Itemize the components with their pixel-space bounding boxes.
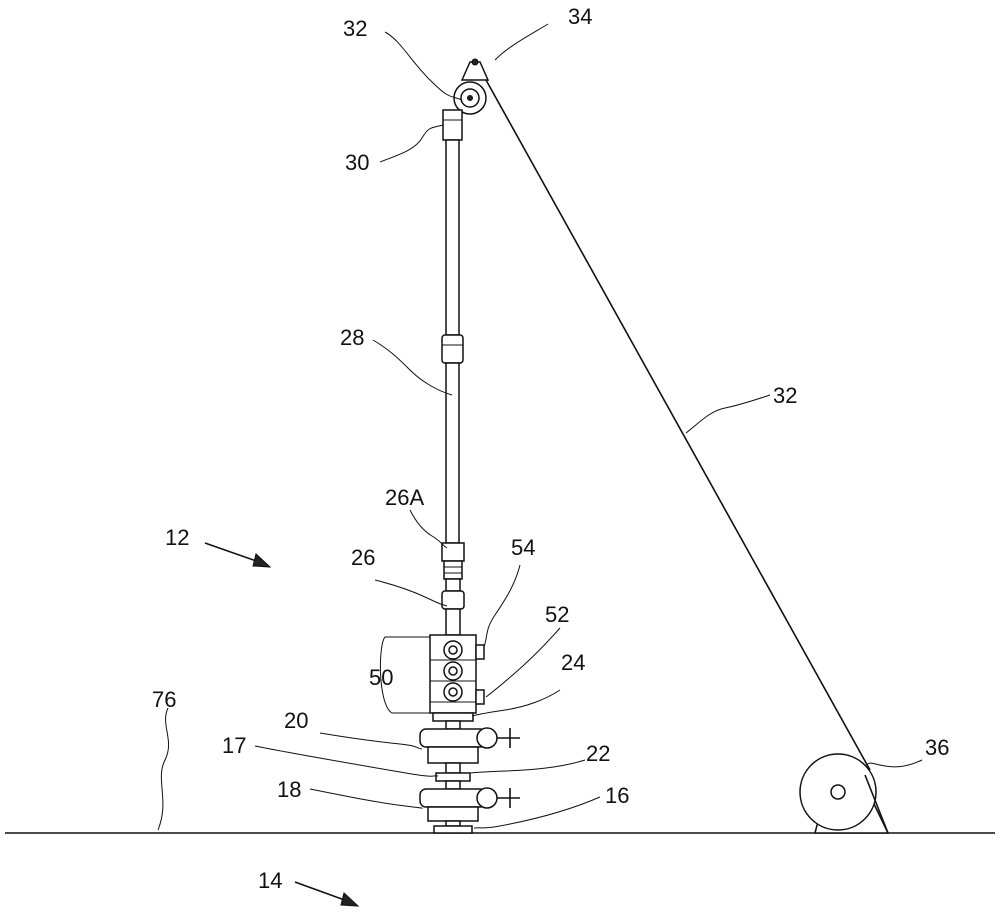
label-28: 28: [340, 325, 364, 350]
connector-26: [441, 542, 465, 636]
label-12: 12: [165, 525, 189, 550]
label-26A: 26A: [385, 485, 424, 510]
wellhead-16: [433, 820, 473, 834]
label-36: 36: [925, 735, 949, 760]
label-24: 24: [561, 650, 585, 675]
arrow-12: [204, 542, 272, 568]
valve-18: [419, 787, 520, 822]
valve-20: [419, 720, 520, 764]
label-20: 20: [284, 708, 308, 733]
arrow-14: [294, 881, 360, 907]
label-32-right: 32: [773, 383, 797, 408]
label-17: 17: [222, 733, 246, 758]
lubricator-28: [441, 109, 464, 544]
top-pulley-34: [453, 58, 490, 115]
label-32-top: 32: [343, 16, 367, 41]
leader-lines: [157, 23, 923, 831]
label-50: 50: [369, 665, 393, 690]
label-52: 52: [545, 602, 569, 627]
cable-32: [485, 79, 871, 771]
label-14: 14: [258, 868, 282, 893]
label-76: 76: [152, 687, 176, 712]
label-54: 54: [511, 535, 535, 560]
bop-stack-50: [429, 634, 485, 722]
label-22: 22: [586, 741, 610, 766]
label-16: 16: [605, 783, 629, 808]
spool-17: [435, 762, 471, 790]
label-34: 34: [568, 4, 592, 29]
label-26: 26: [351, 545, 375, 570]
label-18: 18: [277, 777, 301, 802]
winch-36: [799, 753, 890, 834]
label-30: 30: [345, 150, 369, 175]
